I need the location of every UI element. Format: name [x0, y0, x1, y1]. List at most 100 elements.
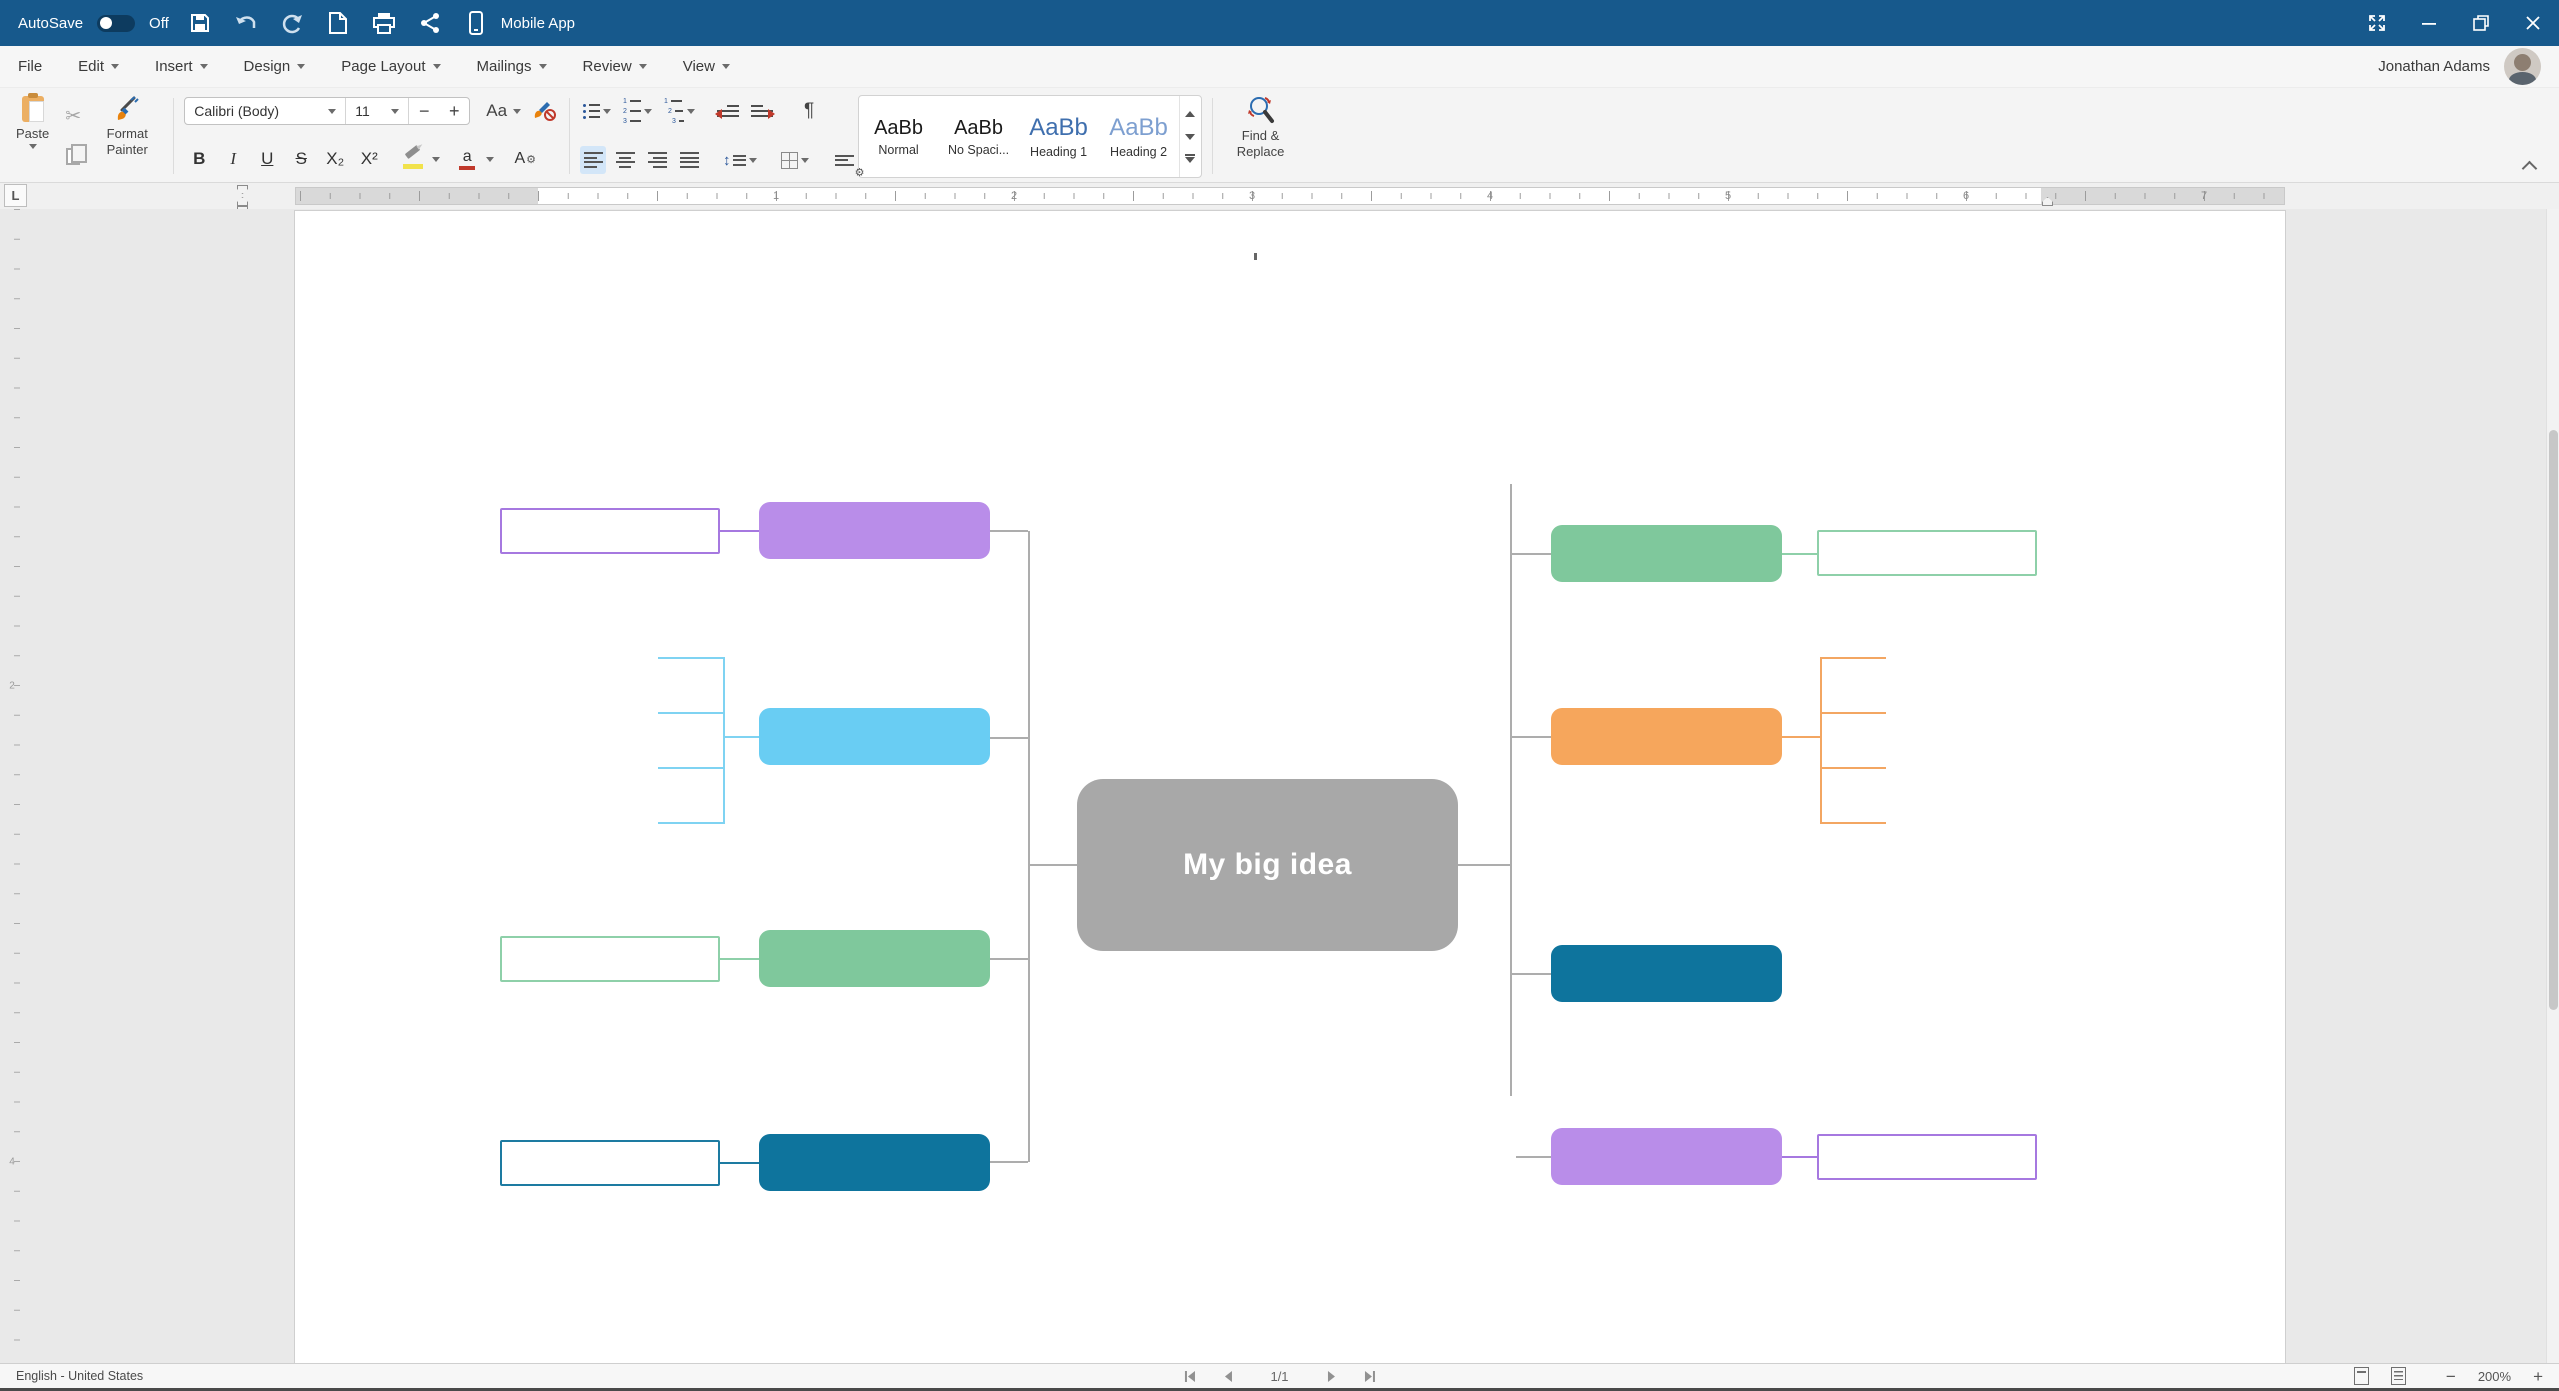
print-button[interactable]: [369, 8, 399, 38]
save-button[interactable]: [185, 8, 215, 38]
new-document-button[interactable]: [323, 8, 353, 38]
gallery-scroll-down-icon[interactable]: [1185, 133, 1196, 140]
increase-indent-button[interactable]: [748, 97, 776, 125]
align-right-button[interactable]: [644, 146, 670, 174]
menu-insert[interactable]: Insert: [155, 58, 208, 75]
branch-node-teal-right[interactable]: [1551, 945, 1782, 1002]
close-button[interactable]: [2507, 0, 2559, 46]
font-name-value: Calibri (Body): [194, 103, 280, 119]
document-page[interactable]: My big idea: [295, 211, 2285, 1363]
style-heading-2[interactable]: AaBb Heading 2: [1099, 96, 1179, 177]
previous-page-button[interactable]: [1222, 1370, 1232, 1383]
increase-font-size-button[interactable]: +: [448, 100, 460, 121]
leaf-node-green-right[interactable]: [1817, 530, 2037, 576]
horizontal-ruler[interactable]: 1 2 3 4 5 6 7: [295, 187, 2285, 205]
italic-button[interactable]: I: [230, 149, 237, 168]
superscript-button[interactable]: X²: [360, 149, 378, 168]
cut-copy-stack: ✂: [55, 94, 91, 178]
show-paragraph-marks-button[interactable]: ¶: [796, 97, 822, 125]
style-preview: AaBb: [1029, 114, 1088, 141]
tab-stop-selector[interactable]: L: [4, 184, 27, 207]
subscript-button[interactable]: X₂: [326, 149, 345, 168]
chevron-down-icon: [721, 64, 730, 69]
language-indicator[interactable]: English - United States: [16, 1369, 144, 1383]
undo-button[interactable]: [231, 8, 261, 38]
user-avatar[interactable]: [2504, 48, 2541, 85]
branch-node-green-right[interactable]: [1551, 525, 1782, 582]
style-no-spacing[interactable]: AaBb No Spaci...: [939, 96, 1019, 177]
multilevel-list-button[interactable]: 1 2 3: [661, 97, 698, 125]
autosave-toggle[interactable]: [97, 14, 136, 32]
vertical-scrollbar[interactable]: [2546, 209, 2559, 1363]
fit-width-icon[interactable]: [2390, 1367, 2406, 1385]
menu-review[interactable]: Review: [583, 58, 647, 75]
share-button[interactable]: [415, 8, 445, 38]
highlight-color-button[interactable]: [398, 144, 428, 174]
clear-formatting-button[interactable]: [529, 96, 559, 126]
borders-button[interactable]: [778, 146, 812, 174]
find-replace-button[interactable]: Find & Replace: [1223, 94, 1299, 178]
format-painter-button[interactable]: Format Painter: [91, 94, 163, 178]
hanging-indent-marker[interactable]: [237, 197, 248, 206]
bullet-list-button[interactable]: [580, 97, 614, 125]
menu-mailings[interactable]: Mailings: [477, 58, 547, 75]
style-normal[interactable]: AaBb Normal: [859, 96, 939, 177]
menu-edit[interactable]: Edit: [78, 58, 120, 75]
minimize-button[interactable]: [2403, 0, 2455, 46]
redo-button[interactable]: [277, 8, 307, 38]
numbered-list-button[interactable]: 1 2 3: [620, 97, 655, 125]
chevron-down-icon[interactable]: [432, 156, 441, 162]
scrollbar-thumb[interactable]: [2549, 430, 2558, 1010]
chevron-down-icon[interactable]: [486, 156, 495, 162]
next-page-button[interactable]: [1327, 1370, 1337, 1383]
change-case-button[interactable]: Aa: [486, 101, 522, 121]
vertical-ruler[interactable]: 2 4: [4, 209, 22, 1363]
font-settings-button[interactable]: A⚙: [510, 144, 540, 174]
paste-button[interactable]: Paste: [10, 93, 55, 178]
fullscreen-button[interactable]: [2351, 0, 2403, 46]
bold-button[interactable]: B: [193, 149, 206, 168]
paragraph-settings-button[interactable]: ⚙: [832, 146, 865, 179]
collapse-ribbon-button[interactable]: [2521, 160, 2538, 177]
branch-node-purple-right[interactable]: [1551, 1128, 1782, 1185]
justify-button[interactable]: [676, 146, 702, 174]
leaf-node-purple-right[interactable]: [1817, 1134, 2037, 1180]
zoom-in-button[interactable]: +: [2533, 1366, 2543, 1386]
font-color-button[interactable]: a: [452, 144, 482, 174]
menu-design[interactable]: Design: [244, 58, 306, 75]
decrease-indent-button[interactable]: [714, 97, 742, 125]
zoom-out-button[interactable]: −: [2445, 1366, 2456, 1386]
align-left-button[interactable]: [580, 146, 607, 174]
align-center-button[interactable]: [612, 146, 638, 174]
strikethrough-button[interactable]: S: [295, 149, 307, 168]
cut-button[interactable]: ✂: [57, 101, 89, 131]
branch-node-orange-right[interactable]: [1551, 708, 1782, 765]
font-size-select[interactable]: 11: [346, 98, 408, 124]
leaf-node-teal-left[interactable]: [500, 1140, 720, 1186]
menu-view[interactable]: View: [683, 58, 730, 75]
leaf-node-purple-left[interactable]: [500, 508, 720, 554]
font-name-select[interactable]: Calibri (Body): [185, 98, 345, 124]
branch-node-teal-left[interactable]: [759, 1134, 990, 1191]
decrease-font-size-button[interactable]: −: [418, 100, 430, 121]
style-heading-1[interactable]: AaBb Heading 1: [1019, 96, 1099, 177]
fit-page-icon[interactable]: [2353, 1367, 2369, 1385]
gallery-more-icon[interactable]: [1185, 153, 1196, 163]
first-page-button[interactable]: [1183, 1370, 1196, 1383]
copy-button[interactable]: [57, 141, 89, 171]
right-indent-marker[interactable]: [2042, 197, 2053, 206]
mobile-view-button[interactable]: [461, 8, 491, 38]
branch-node-green-left[interactable]: [759, 930, 990, 987]
menu-page-layout[interactable]: Page Layout: [341, 58, 441, 75]
underline-button[interactable]: U: [261, 149, 274, 168]
last-page-button[interactable]: [1363, 1370, 1376, 1383]
line-spacing-button[interactable]: ↕: [720, 146, 760, 174]
first-line-indent-marker[interactable]: [237, 185, 248, 194]
gallery-scroll-up-icon[interactable]: [1185, 110, 1196, 117]
mindmap-center-node[interactable]: My big idea: [1077, 779, 1458, 951]
leaf-node-green-left[interactable]: [500, 936, 720, 982]
branch-node-blue-left[interactable]: [759, 708, 990, 765]
menu-file[interactable]: File: [18, 58, 42, 75]
restore-button[interactable]: [2455, 0, 2507, 46]
branch-node-purple-left[interactable]: [759, 502, 990, 559]
